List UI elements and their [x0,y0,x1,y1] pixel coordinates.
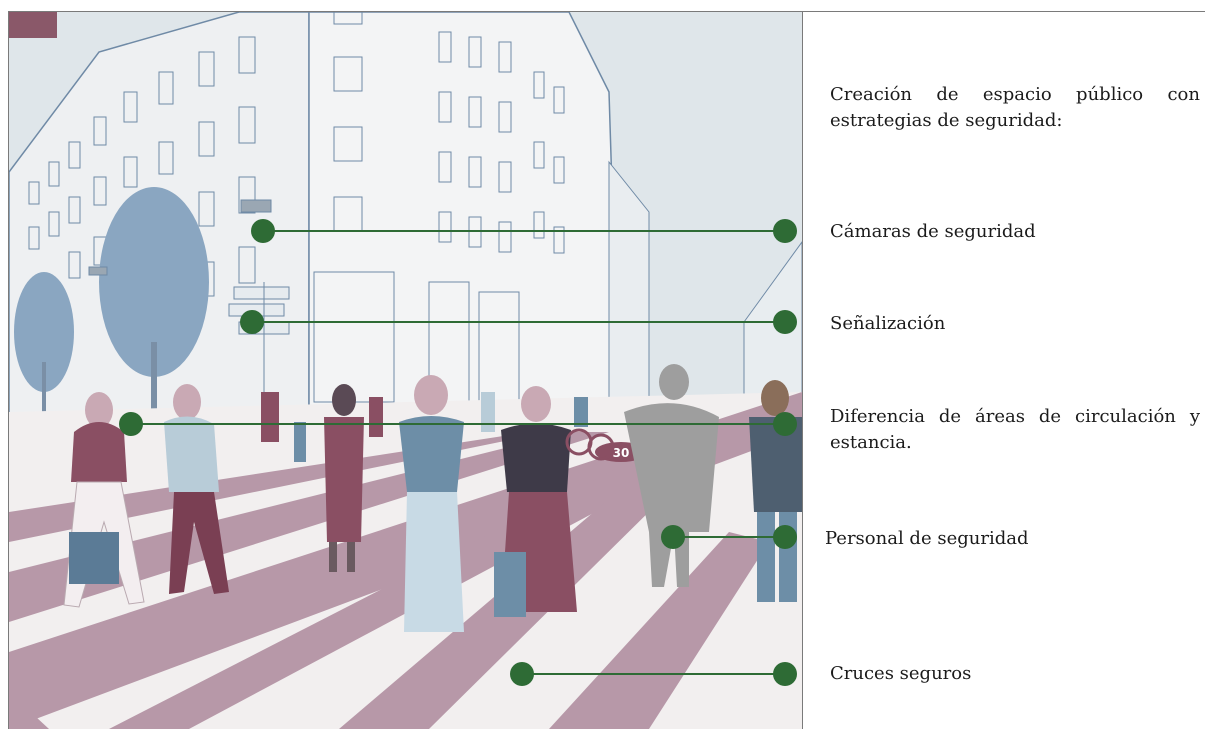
speed-limit-text: 30 [613,446,630,460]
corner-badge [9,12,57,38]
man-blue-shirt [164,384,229,594]
marker-areas-start [119,412,143,436]
label-signage: Señalización [830,313,946,334]
label-security-cameras: Cámaras de seguridad [830,221,1036,242]
marker-cameras-start [251,219,275,243]
marker-signage-start [240,310,264,334]
marker-security-end [773,525,797,549]
woman-maroon-skirt [494,386,577,617]
image-right-frame-line [802,11,803,729]
marker-security-start [661,525,685,549]
street-scene-illustration: 30 [9,12,802,729]
security-guard-silhouette [624,364,719,587]
annotation-markers [119,219,797,686]
street-furniture [88,199,290,402]
woman-teal-top [399,375,464,632]
label-security-staff: Personal de seguridad [825,528,1029,549]
legend-title: Creación de espacio público con estrateg… [830,84,1200,131]
top-frame-line [9,11,1205,12]
marker-cameras-end [773,219,797,243]
label-safe-crossings: Cruces seguros [830,663,972,684]
marker-signage-end [773,310,797,334]
center-building [308,12,620,423]
woman-red-dress [324,384,364,572]
trees [14,187,209,452]
woman-left-with-bag [63,392,145,608]
marker-crossings-start [510,662,534,686]
left-frame-line [8,11,9,729]
right-buildings [608,160,802,433]
marker-areas-end [773,412,797,436]
background-pedestrians [261,392,615,462]
marker-crossings-end [773,662,797,686]
label-circulation-areas: Diferencia de áreas de circulación y est… [830,406,1200,453]
